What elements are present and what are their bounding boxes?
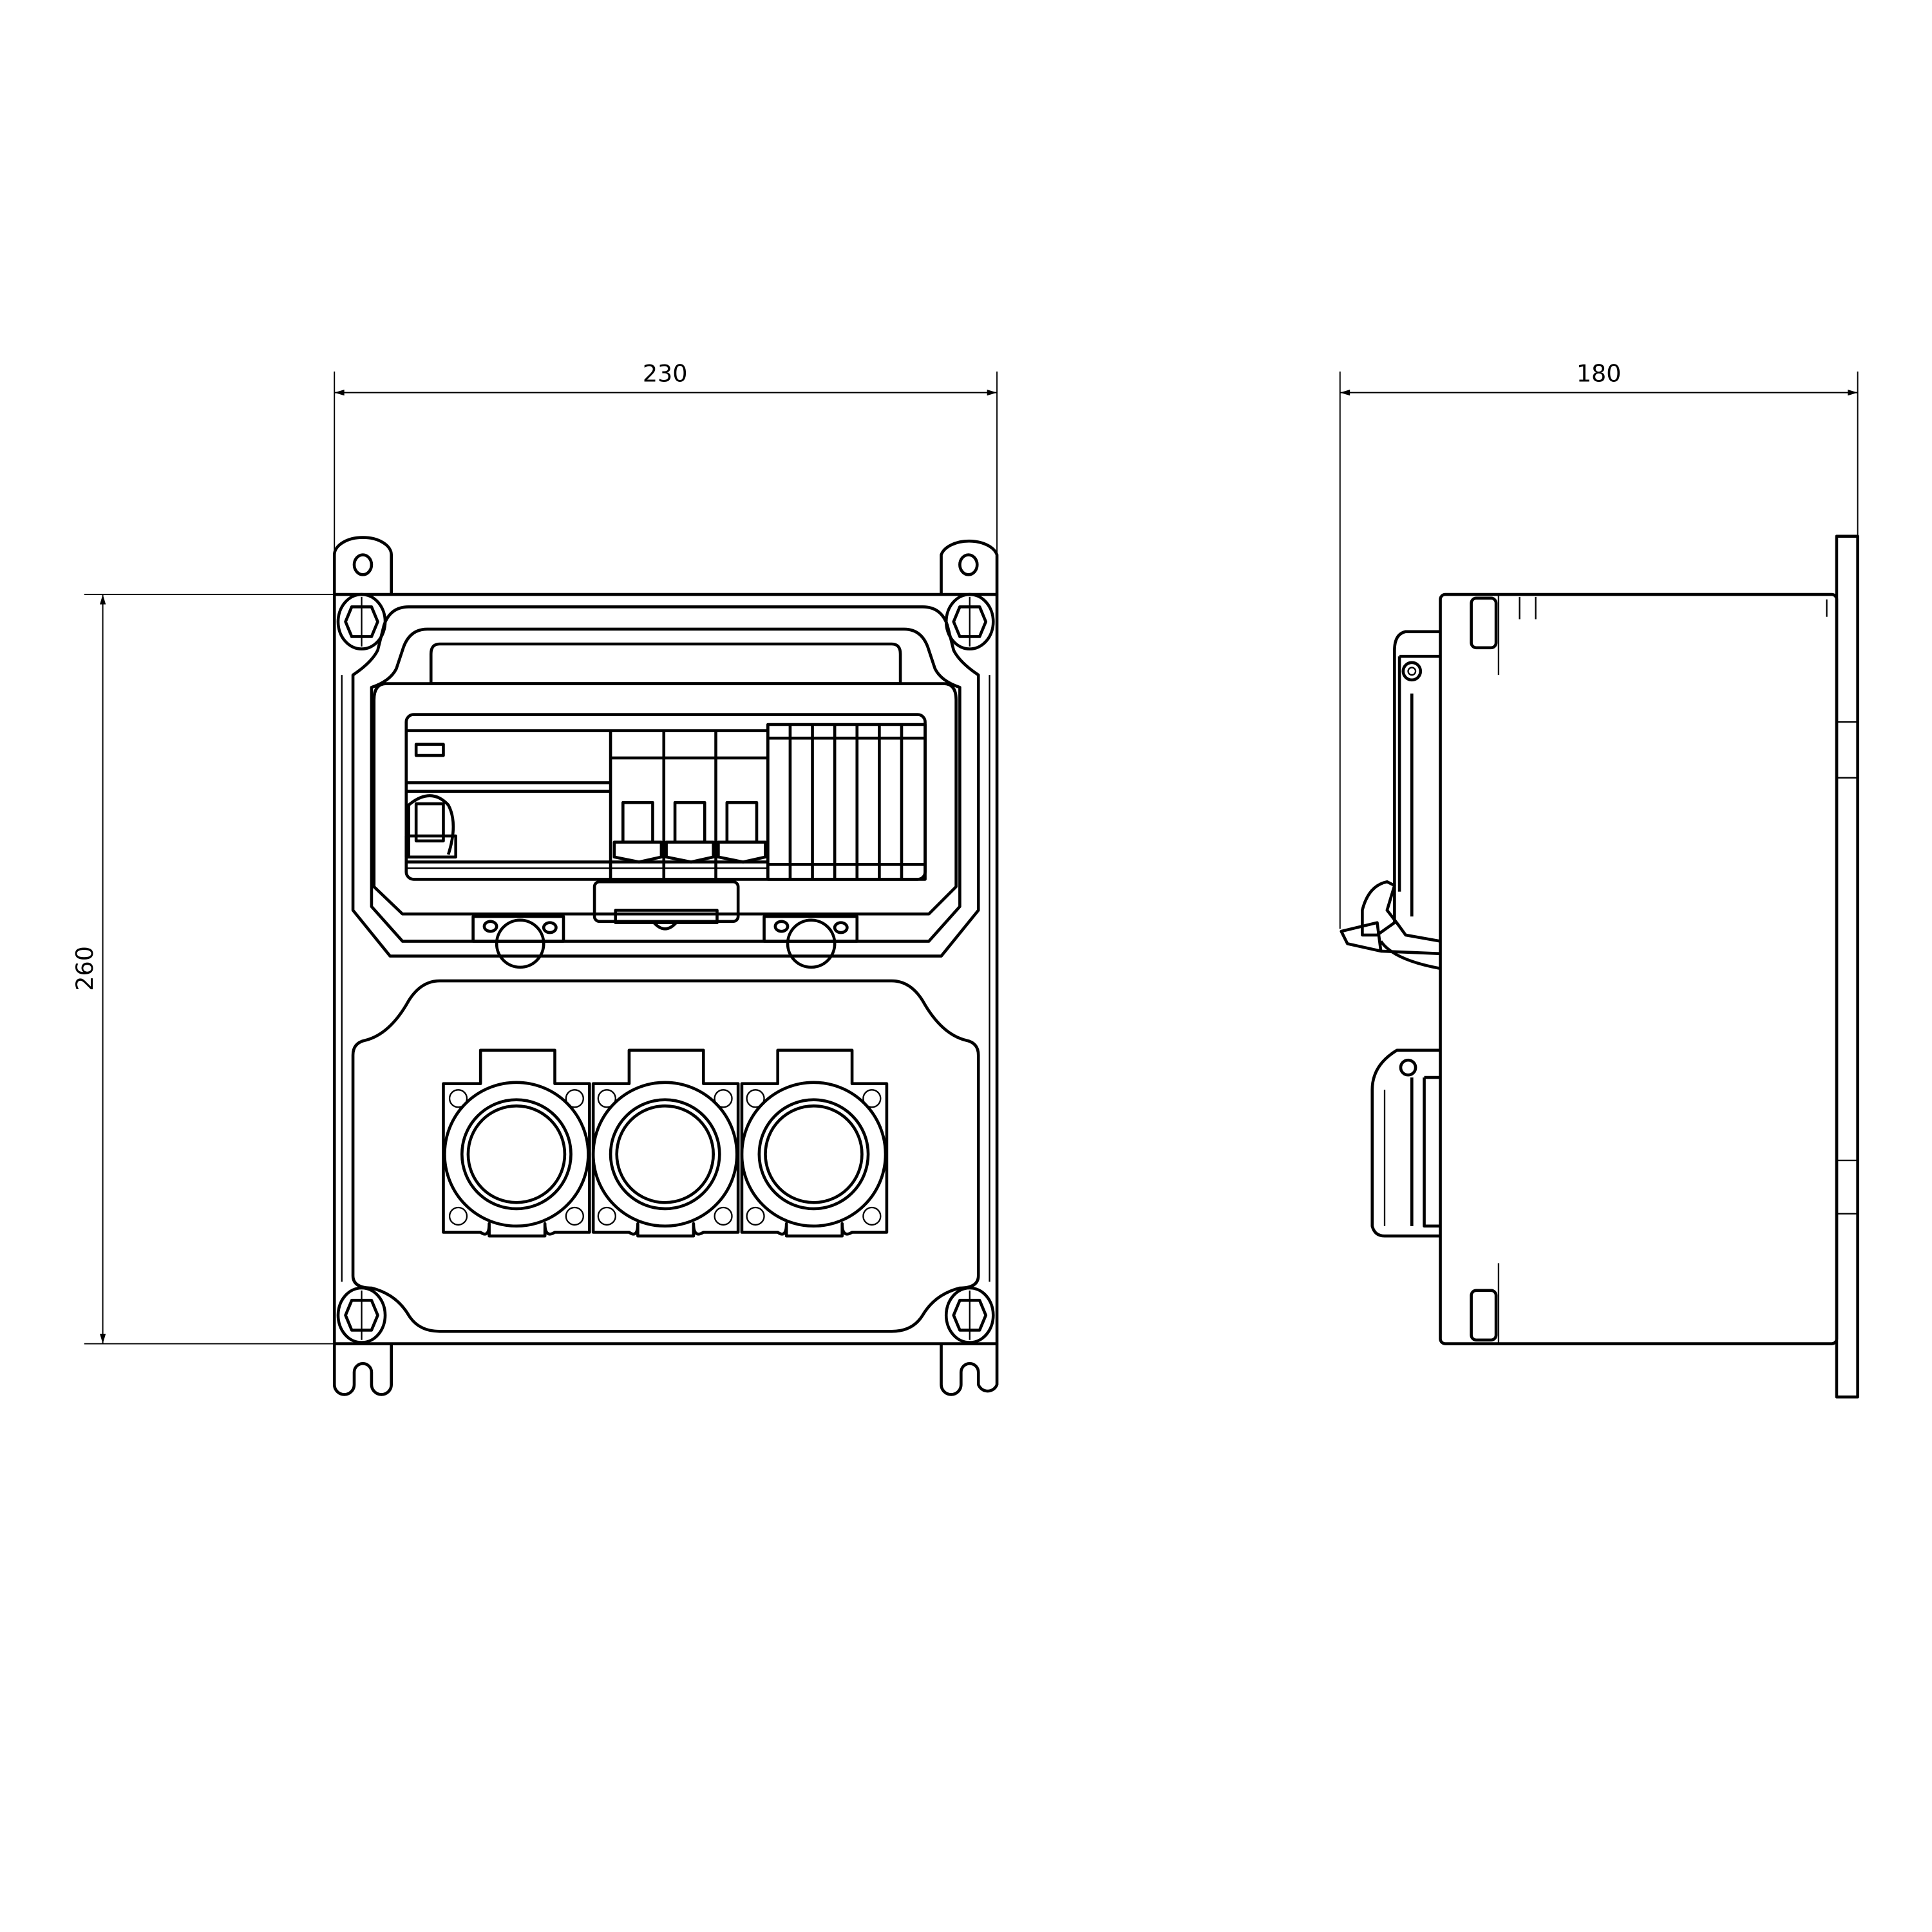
- front-view: [332, 536, 999, 1396]
- dimension-depth: 180: [1339, 359, 1859, 929]
- screw-icon: [336, 1286, 387, 1344]
- socket-outlet: [442, 1048, 591, 1238]
- socket-outlet: [591, 1048, 740, 1238]
- lock-icon: [762, 914, 859, 969]
- dimension-width: 230: [334, 359, 998, 595]
- lid-latch: [592, 880, 740, 931]
- socket-outlet: [740, 1048, 889, 1238]
- screw-icon: [944, 1286, 995, 1344]
- enclosure-side: [1439, 592, 1839, 1345]
- side-view: [1340, 535, 1859, 1399]
- corner-screws: [336, 592, 995, 1344]
- screw-icon: [944, 592, 995, 650]
- mcb-breakers: [611, 724, 770, 880]
- enclosure-body: [332, 592, 999, 1345]
- rcd-breaker: [404, 729, 768, 880]
- dimension-width-label: 230: [643, 359, 688, 387]
- sockets: [442, 1048, 889, 1238]
- upper-lid-side: [1340, 630, 1441, 971]
- lock-icon: [471, 914, 565, 969]
- dimension-height-label: 260: [71, 946, 99, 991]
- test-button-icon: [414, 743, 445, 757]
- terminal-block: [766, 723, 927, 881]
- mounting-ears: [332, 536, 999, 1396]
- dimension-height: 260: [71, 594, 359, 1345]
- screw-icon: [336, 592, 387, 650]
- upper-lid: [351, 605, 980, 969]
- mcb-breaker: [663, 730, 717, 880]
- lower-lid-side: [1370, 1048, 1441, 1238]
- mcb-breaker: [715, 724, 770, 880]
- lower-lid: [351, 979, 980, 1333]
- dimension-depth-label: 180: [1577, 359, 1622, 387]
- wall-plate: [1835, 535, 1859, 1399]
- mcb-breaker: [611, 730, 666, 880]
